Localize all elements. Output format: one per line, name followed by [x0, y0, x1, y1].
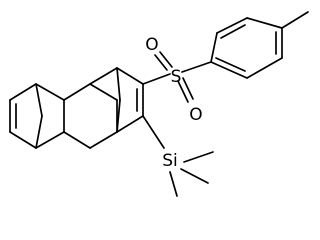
oxygen-atom-label: O — [145, 35, 158, 55]
bond-s-o-top — [159, 51, 173, 68]
bond — [35, 83, 65, 101]
bond-si-methyl — [183, 151, 214, 163]
bridge-bond — [116, 67, 121, 101]
bond — [210, 61, 248, 79]
bond — [35, 131, 65, 149]
bond-c-si — [142, 115, 165, 149]
bond — [89, 83, 118, 101]
oxygen-atom-label: O — [189, 105, 202, 125]
bond-methyl — [281, 11, 309, 29]
bond-s-o-top-second — [154, 54, 168, 71]
bond-s-o-bottom — [177, 80, 189, 103]
bond — [9, 83, 37, 101]
bond-s-o-bottom-second — [182, 77, 194, 100]
bond-c-s — [142, 73, 171, 85]
bond — [216, 17, 248, 34]
sulfur-atom-label: S — [171, 67, 182, 87]
bond — [116, 115, 144, 133]
bonds — [9, 11, 309, 197]
bond-s-c-aryl — [181, 61, 212, 73]
molecule-drawing: S O O Si — [9, 11, 309, 197]
bond — [63, 83, 91, 101]
chemical-structure-figure: S O O Si — [9, 11, 309, 197]
bond — [116, 67, 144, 85]
bond — [89, 67, 118, 85]
bond — [63, 131, 91, 149]
aromatic-inner-line — [220, 24, 246, 39]
bridge-bond — [116, 99, 121, 133]
bond — [89, 131, 118, 149]
silicon-atom-label: Si — [162, 151, 178, 171]
bond — [210, 32, 218, 63]
bridge-bond — [35, 115, 43, 149]
atom-labels: S O O Si — [145, 35, 202, 171]
bond — [246, 57, 283, 79]
bridge-bond — [35, 83, 43, 117]
aromatic-inner-line — [215, 57, 246, 72]
bond — [246, 17, 283, 29]
bond-si-methyl — [180, 168, 209, 184]
bond-si-methyl — [169, 171, 178, 197]
bond — [9, 131, 37, 149]
